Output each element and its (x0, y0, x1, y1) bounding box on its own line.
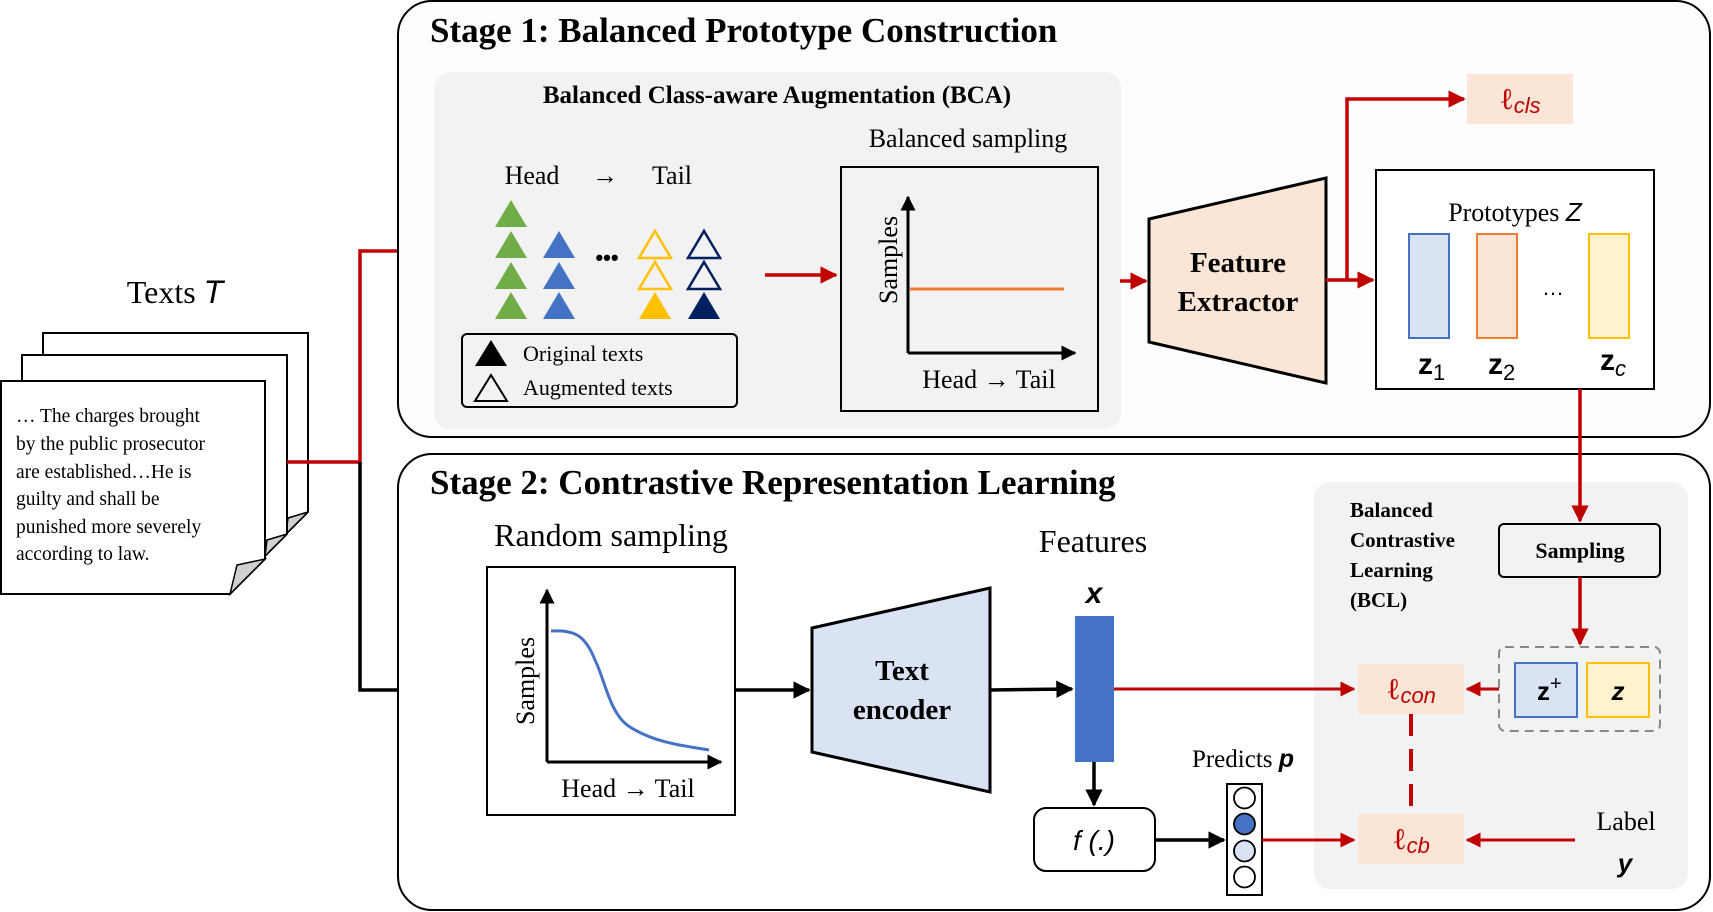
loss-cls: ℓcls (1467, 74, 1573, 124)
loss-cb: ℓcb (1358, 814, 1464, 864)
head-tail-arrow: → (592, 161, 618, 190)
predicts-title: Predicts p (1192, 745, 1294, 773)
bcl-title-line: Balanced (1350, 498, 1433, 522)
svg-text:ℓcon: ℓcon (1386, 673, 1436, 708)
augmented-texts-icon (473, 373, 509, 402)
feature-extractor-label: Feature (1190, 247, 1286, 279)
document-line: … The charges brought (16, 406, 201, 427)
bcl-title-line: Learning (1350, 558, 1433, 582)
stage1-title: Stage 1: Balanced Prototype Construction (430, 11, 1057, 50)
balanced-sampling-chart: Balanced sampling Samples Head → Tail (840, 124, 1099, 412)
loss-con: ℓcon (1358, 664, 1464, 714)
x-axis-label: Head → Tail (922, 365, 1055, 394)
bca-title: Balanced Class-aware Augmentation (BCA) (543, 82, 1011, 109)
label-title: Label (1596, 807, 1655, 836)
predicts: Predicts p (1192, 745, 1294, 896)
legend-original-label: Original texts (523, 341, 643, 366)
feature-vector-x (1075, 616, 1114, 762)
original-text-triangle (543, 292, 575, 319)
sampled-prototype-pair: z+ z (1498, 646, 1661, 732)
original-text-triangle (543, 262, 575, 289)
original-text-triangle (543, 231, 575, 258)
prediction-slot-light (1233, 839, 1256, 863)
bcl-title-line: Contrastive (1350, 528, 1455, 552)
document-line: by the public prosecutor (16, 434, 205, 455)
y-axis-label: Samples (511, 637, 540, 725)
text-encoder: Text encoder (810, 586, 992, 794)
stage2-title: Stage 2: Contrastive Representation Lear… (430, 463, 1116, 502)
balanced-sampling-title: Balanced sampling (869, 124, 1068, 153)
feature-extractor: Feature Extractor (1147, 176, 1328, 385)
augmented-text-triangle (685, 228, 723, 260)
augmented-text-triangle (636, 259, 674, 291)
prediction-slot-selected (1233, 812, 1256, 836)
text-encoder-label: Text (875, 655, 929, 687)
prediction-slot-empty (1233, 786, 1256, 810)
document-text: … The charges brought by the public pros… (16, 406, 205, 565)
prototype-zc-label: zc (1600, 344, 1626, 381)
original-text-triangle (495, 231, 527, 258)
prototype-zc (1588, 233, 1630, 339)
document-line: guilty and shall be (16, 489, 160, 510)
original-texts-icon (475, 340, 507, 366)
stage2-panel: Stage 2: Contrastive Representation Lear… (397, 389, 1711, 911)
original-text-triangle (639, 292, 671, 319)
prototypes-title: Prototypes Z (1448, 197, 1583, 227)
class-triangle-grid (495, 200, 723, 319)
random-sampling-chart: Random sampling Samples Head → Tail (486, 517, 736, 816)
augmented-text-triangle (636, 228, 674, 260)
label-y: y (1616, 848, 1634, 878)
arrow-extractor-to-loss-cls (1345, 90, 1466, 280)
augmented-text-triangle (685, 259, 723, 291)
random-sampling-title: Random sampling (494, 517, 728, 553)
prototypes-panel: Prototypes Z … z1 z2 zc (1375, 169, 1655, 390)
negative-prototype (1586, 662, 1650, 718)
arrow-texts-to-stage1 (287, 242, 432, 464)
legend: Original texts Augmented texts (461, 333, 738, 408)
classifier-label: f (.) (1073, 825, 1115, 856)
prototype-z2 (1476, 233, 1518, 339)
features-title: Features (1039, 523, 1147, 559)
arrow-encoder-to-features (989, 680, 1074, 698)
feature-extractor-label: Extractor (1178, 286, 1299, 318)
y-axis-label: Samples (874, 216, 903, 304)
classifier: f (.) (1033, 807, 1156, 872)
sampling-box: Sampling (1498, 523, 1661, 578)
sampling-label: Sampling (1535, 538, 1624, 563)
texts-title: Texts T (127, 274, 226, 310)
prototype-z1 (1408, 233, 1450, 339)
original-text-triangle (495, 200, 527, 227)
document-line: according to law. (16, 544, 150, 565)
prototype-z1-label: z1 (1418, 348, 1445, 385)
bcl-title-line: (BCL) (1350, 588, 1407, 612)
negative-prototype-label: z (1611, 676, 1625, 706)
head-label: Head (505, 161, 560, 190)
features: Features x (1039, 523, 1147, 762)
prediction-slots (1233, 786, 1256, 889)
text-encoder-label: encoder (853, 694, 951, 726)
positive-prototype (1514, 662, 1578, 718)
document-line: are established…He is (16, 462, 191, 483)
original-text-triangle (495, 262, 527, 289)
legend-augmented-label: Augmented texts (523, 375, 673, 400)
original-text-triangle (688, 292, 720, 319)
prototypes-ellipsis: … (1542, 275, 1564, 300)
x-axis-label: Head → Tail (561, 774, 694, 803)
long-tail-distribution-curve (550, 629, 710, 752)
input-texts: Texts T … The charges brought by the pub… (0, 274, 309, 597)
ellipsis: ••• (595, 245, 618, 270)
svg-text:ℓcb: ℓcb (1392, 823, 1430, 858)
feature-x-label: x (1084, 577, 1104, 610)
original-text-triangle (495, 292, 527, 319)
tail-label: Tail (652, 161, 692, 190)
page-fold-front (228, 557, 268, 597)
document-line: punished more severely (16, 517, 201, 538)
svg-text:ℓcls: ℓcls (1499, 83, 1540, 118)
bcl-panel: Balanced Contrastive Learning (BCL) (1314, 482, 1688, 889)
prototype-z2-label: z2 (1488, 348, 1515, 385)
prediction-slot-empty (1233, 865, 1256, 889)
stage1-panel: Stage 1: Balanced Prototype Construction… (397, 0, 1711, 438)
positive-prototype-label: z+ (1537, 673, 1562, 706)
